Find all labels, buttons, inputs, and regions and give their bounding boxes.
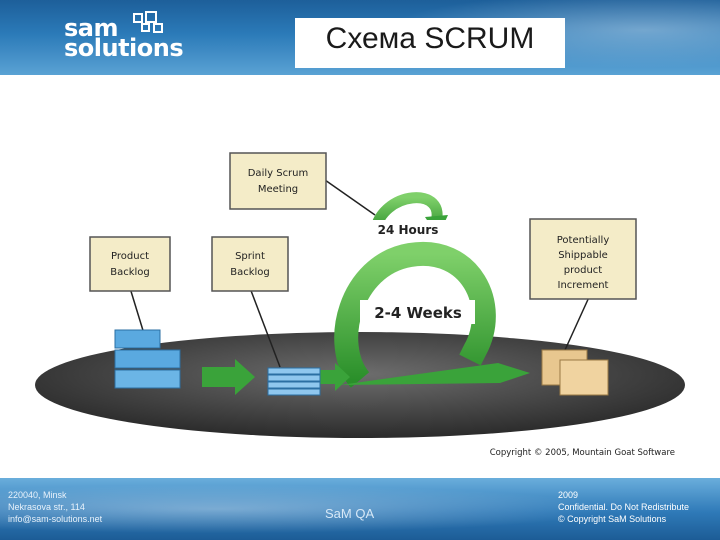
- footer-email-line: info@sam-solutions.net: [8, 514, 103, 524]
- daily-scrum-line2: Meeting: [258, 184, 298, 195]
- sprint-to-loop-arrow: [320, 363, 350, 391]
- sprint-output-arrow: [340, 363, 530, 385]
- product-backlog-label: Product Backlog: [89, 236, 171, 292]
- daily-scrum-label: Daily Scrum Meeting: [229, 152, 327, 210]
- sprint-loop-arrow: [334, 241, 496, 388]
- daily-connector-line: [324, 179, 376, 216]
- logo-text: sam solutions: [64, 14, 184, 62]
- footer-confidential: Confidential. Do Not Redistribute: [558, 502, 690, 512]
- logo-line-sam: sam: [64, 14, 119, 42]
- footer-copyright: © Copyright SaM Solutions: [558, 514, 667, 524]
- product-connector-line: [129, 287, 146, 338]
- hours-label: 24 Hours: [378, 223, 439, 237]
- increment-line1: Potentially: [557, 235, 610, 246]
- sam-solutions-logo: sam solutions: [64, 10, 214, 65]
- footer-year: 2009: [558, 490, 579, 500]
- increment-line4: Increment: [558, 280, 609, 291]
- footer-center-text: SaM QA: [325, 506, 375, 521]
- platform-ellipse: [35, 332, 685, 438]
- sprint-backlog-line2: Backlog: [230, 267, 270, 278]
- sprint-connector-line: [249, 287, 281, 368]
- sprint-backlog-line1: Sprint: [235, 251, 265, 262]
- increment-label: Potentially Shippable product Increment: [529, 218, 637, 300]
- hours-label-bg: [368, 220, 448, 238]
- logo-line-solutions: solutions: [64, 34, 184, 62]
- increment-line3: product: [564, 265, 603, 276]
- product-backlog-line2: Backlog: [110, 267, 150, 278]
- footer-legal: 2009 Confidential. Do Not Redistribute ©…: [558, 489, 689, 525]
- sprint-backlog-stack: [267, 367, 321, 396]
- daily-scrum-line1: Daily Scrum: [248, 168, 309, 179]
- backlog-to-sprint-arrow: [202, 359, 255, 395]
- footer-contact: 220040, Minsk Nekrasova str., 114 info@s…: [8, 489, 102, 525]
- scrum-diagram: Daily Scrum Meeting Product Backlog Spri…: [35, 152, 685, 458]
- shippable-boxes-icon: [541, 349, 609, 396]
- footer-address-line: 220040, Minsk: [8, 490, 67, 500]
- weeks-label-bg: [360, 300, 475, 324]
- increment-connector-line: [564, 294, 591, 351]
- diagram-copyright: Copyright © 2005, Mountain Goat Software: [490, 448, 675, 458]
- footer-banner: [0, 478, 720, 540]
- footer-street-line: Nekrasova str., 114: [8, 502, 85, 512]
- product-backlog-line1: Product: [111, 251, 149, 262]
- page-title: Схема SCRUM: [325, 22, 535, 55]
- daily-loop-arrow: [369, 192, 443, 235]
- weeks-label: 2-4 Weeks: [374, 304, 462, 322]
- increment-line2: Shippable: [558, 250, 608, 261]
- sprint-backlog-label: Sprint Backlog: [211, 236, 289, 292]
- title-backdrop: [295, 18, 565, 68]
- footer-sky: [0, 478, 720, 540]
- logo-squares-icon: [133, 11, 163, 33]
- product-backlog-stack: [114, 329, 181, 389]
